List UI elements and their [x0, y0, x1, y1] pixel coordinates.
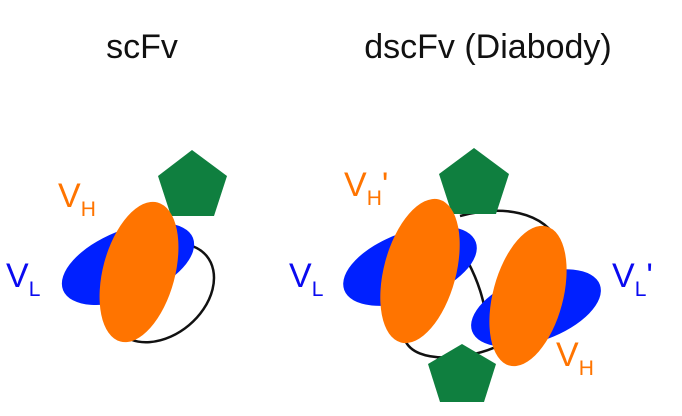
scfv-antigen-pentagon: [158, 150, 227, 216]
diabody-group: VH' VL VL' VH: [289, 148, 653, 402]
diabody-title: dscFv (Diabody): [364, 28, 612, 66]
diabody-antigen-bottom: [428, 344, 496, 402]
scfv-vh-label: VH: [58, 177, 96, 221]
diabody-vh-prime-domain: [380, 198, 460, 344]
diabody-vl-label: VL: [289, 257, 323, 301]
diabody-vl-prime-label: VL': [612, 257, 653, 301]
diabody-vh-label: VH: [556, 336, 594, 380]
scfv-title: scFv: [106, 28, 178, 66]
diabody-vh-domain: [489, 225, 567, 367]
scfv-vl-label: VL: [6, 257, 40, 301]
scfv-vh-domain: [99, 201, 179, 343]
diabody-vh-prime-label: VH': [344, 166, 388, 210]
diabody-antigen-top: [439, 148, 509, 214]
scfv-group: VH VL: [6, 150, 227, 344]
